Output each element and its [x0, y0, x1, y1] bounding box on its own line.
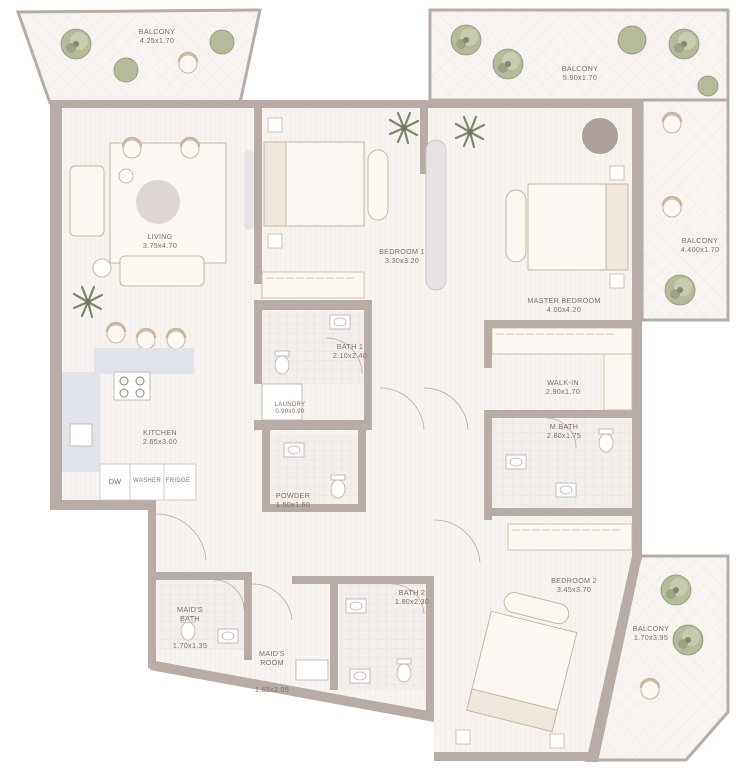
balcony-1-name: BALCONY [138, 27, 176, 36]
living-label: LIVING 3.75x4.70 [143, 232, 177, 250]
maids-bath-dim: 1.70x1.35 [172, 641, 208, 650]
bedroom-2-furniture [455, 592, 578, 749]
fridge-label: FRIDGE [165, 478, 191, 484]
bedroom-1-furniture [244, 111, 420, 249]
maids-room-label: MAID'S ROOM 1.65x2.05 [255, 631, 289, 703]
walk-in-label: WALK-IN 2.90x1.70 [546, 378, 580, 396]
powder-name: POWDER [275, 491, 311, 500]
living-name: LIVING [147, 232, 173, 241]
laundry-dim: 0.90x0.90 [275, 409, 305, 415]
powder-dim: 1.50x1.60 [275, 500, 311, 509]
maids-room-dim: 1.65x2.05 [254, 685, 290, 694]
floor-fills [60, 106, 640, 760]
bedroom-2-label: BEDROOM 2 3.45x3.70 [551, 576, 597, 594]
living-dim: 3.75x4.70 [142, 241, 178, 250]
balcony-1-dim: 4.25x1.70 [139, 36, 175, 45]
door-swings [155, 337, 577, 621]
balcony-2-label: BALCONY 5.90x1.70 [562, 64, 598, 82]
kitchen-label: KITCHEN 2.65x3.00 [143, 428, 177, 446]
bedroom-2-name: BEDROOM 2 [551, 576, 597, 585]
bedroom-2-dim: 3.45x3.70 [556, 585, 592, 594]
balcony-plants [60, 24, 719, 701]
kitchen-dim: 2.65x3.00 [142, 437, 178, 446]
balcony-4-dim: 1.70x3.95 [633, 633, 669, 642]
bath-fixtures [180, 314, 614, 684]
maids-bath-label: MAID'S BATH 1.70x1.35 [173, 587, 207, 659]
living-furniture [69, 136, 227, 351]
m-bath-name: M.BATH [549, 422, 579, 431]
exterior-walls [50, 100, 642, 762]
maids-bath-name: MAID'S BATH [177, 605, 203, 623]
master-bedroom-name: MASTER BEDROOM [527, 296, 601, 305]
balcony-2-dim: 5.90x1.70 [562, 73, 598, 82]
walk-in-name: WALK-IN [547, 378, 579, 387]
master-bedroom-dim: 4.00x4.20 [546, 305, 582, 314]
master-bedroom-label: MASTER BEDROOM 4.00x4.20 [527, 296, 600, 314]
balcony-4-name: BALCONY [632, 624, 670, 633]
bedroom-1-label: BEDROOM 1 3.30x3.20 [379, 247, 425, 265]
bedroom-1-dim: 3.30x3.20 [384, 256, 420, 265]
laundry-name: LAUNDRY [274, 402, 306, 408]
balcony-4-label: BALCONY 1.70x3.95 [633, 624, 669, 642]
balcony-3-name: BALCONY [681, 236, 719, 245]
laundry-label: LAUNDRY 0.90x0.90 [275, 402, 306, 416]
bath-2-name: BATH 2 [398, 588, 426, 597]
bath-1-dim: 2.10x2.40 [332, 351, 368, 360]
bath-1-label: BATH 1 2.10x2.40 [333, 342, 367, 360]
kitchen-name: KITCHEN [143, 428, 177, 437]
dishwasher-label: DW [108, 477, 122, 486]
bath-2-dim: 1.80x2.30 [394, 597, 430, 606]
bath-2-label: BATH 2 1.80x2.30 [395, 588, 429, 606]
balcony-1-label: BALCONY 4.25x1.70 [139, 27, 175, 45]
balcony-3-label: BALCONY 4.400x1.70 [681, 236, 720, 254]
m-bath-label: M.BATH 2.80x1.75 [547, 422, 581, 440]
bedroom-1-name: BEDROOM 1 [379, 247, 425, 256]
bath-1-name: BATH 1 [336, 342, 364, 351]
wardrobes [261, 271, 633, 551]
maids-room-name: MAID'S ROOM [259, 649, 285, 667]
kitchen-fixtures [62, 348, 197, 501]
washer-label: WASHER [133, 478, 161, 484]
balcony-3-dim: 4.400x1.70 [680, 245, 720, 254]
walk-in-dim: 2.90x1.70 [545, 387, 581, 396]
master-bedroom-furniture [425, 115, 629, 291]
balcony-2-name: BALCONY [561, 64, 599, 73]
interior-walls [150, 108, 634, 714]
balcony-areas [15, 8, 730, 762]
powder-label: POWDER 1.50x1.60 [276, 491, 310, 509]
m-bath-dim: 2.80x1.75 [546, 431, 582, 440]
